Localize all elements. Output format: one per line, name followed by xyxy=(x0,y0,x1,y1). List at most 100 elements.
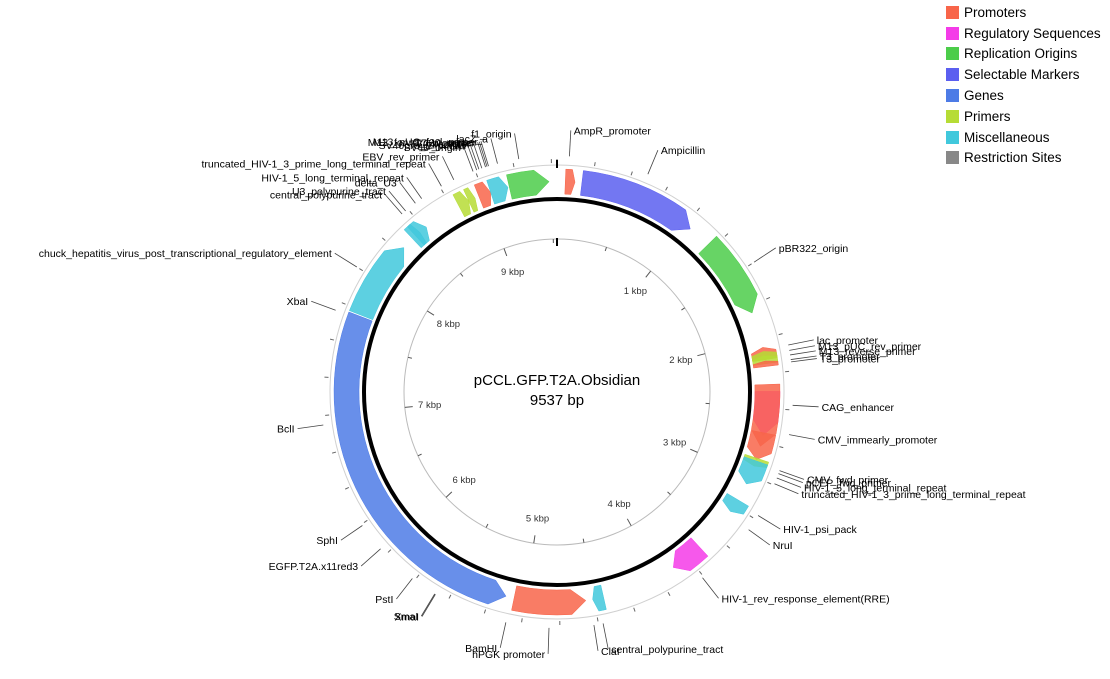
outer-tick xyxy=(359,268,364,272)
inner-tick xyxy=(485,523,489,528)
legend-label: Miscellaneous xyxy=(964,129,1050,145)
legend-item: Genes xyxy=(946,85,1110,106)
leader-line xyxy=(388,190,406,212)
feature-layer: AmpicillinpBR322_originlac_promoterM13_p… xyxy=(333,168,781,616)
inner-tick xyxy=(626,518,632,527)
feature-label: ClaI xyxy=(593,625,620,658)
feature-label-text: HIV-1_5_long_terminal_repeat xyxy=(804,482,947,494)
legend-label: Regulatory Sequences xyxy=(964,25,1101,41)
leader-line xyxy=(467,145,478,171)
leader-line xyxy=(478,141,488,167)
inner-tick xyxy=(445,491,453,498)
outer-tick xyxy=(329,338,335,341)
leader-line xyxy=(788,339,814,346)
feature-label-text: EGFP.T2A.x11red3 xyxy=(269,561,359,573)
feature-label-text: HIV-1_psi_pack xyxy=(783,524,857,536)
feature-label: chuck_hepatitis_virus_post_transcription… xyxy=(39,248,358,268)
leader-line xyxy=(748,529,770,546)
feature-arrow: SV40_origin xyxy=(473,181,491,209)
outer-tick xyxy=(381,237,386,241)
leader-line xyxy=(428,163,442,187)
legend-item: Regulatory Sequences xyxy=(946,23,1110,44)
legend-item: Replication Origins xyxy=(946,44,1110,65)
legend-swatch xyxy=(946,151,959,165)
feature-arrow: EBV_rev_primer xyxy=(463,187,479,213)
feature-label-text: chuck_hepatitis_virus_post_transcription… xyxy=(39,248,332,260)
feature-label: U3_polypurine_tract xyxy=(292,186,406,212)
leader-line xyxy=(396,578,413,600)
leader-line xyxy=(421,594,436,617)
feature-label-text: T7_promoter xyxy=(415,137,476,149)
leader-line xyxy=(792,404,819,408)
feature-label-text: T3_promoter xyxy=(820,354,881,366)
feature-label-text: NruI xyxy=(773,540,793,552)
feature-label: T7_promoter xyxy=(415,137,486,168)
feature-label-text: SV40pro_F_primer xyxy=(379,140,468,152)
leader-line xyxy=(753,247,777,263)
feature-label: PstI xyxy=(375,578,413,606)
outer-tick xyxy=(778,333,783,336)
feature-label: AmpR_promoter xyxy=(569,125,651,157)
feature-label: CMV_immearly_promoter xyxy=(789,434,938,446)
feature-arrow: HIV-1_rev_response_element(RRE) xyxy=(673,537,709,572)
inner-tick xyxy=(667,491,671,495)
feature-label: HIV-1_psi_pack xyxy=(757,515,858,536)
feature-label-text: T7_promoter xyxy=(410,139,471,151)
feature-label: EBV_rev_primer xyxy=(362,151,455,180)
leader-line xyxy=(311,300,336,311)
feature-label: HIV-1_5_long_terminal_repeat xyxy=(776,477,947,494)
feature-label-text: ClaI xyxy=(601,646,620,658)
leader-line xyxy=(384,194,403,215)
outer-tick xyxy=(596,617,599,622)
feature-label-text: lacZ_a xyxy=(456,133,488,145)
feature-label: SV40_origin xyxy=(404,142,474,172)
feature-label: M13_forward20_primer xyxy=(368,137,488,167)
outer-tick xyxy=(749,515,754,519)
leader-line xyxy=(420,593,436,617)
feature-arrow: EGFP.T2A.x11red3 xyxy=(333,311,507,605)
leader-line xyxy=(334,252,358,268)
leader-line xyxy=(297,424,324,429)
outer-tick xyxy=(696,207,701,212)
legend-swatch xyxy=(946,89,959,103)
legend-item: Selectable Markers xyxy=(946,64,1110,85)
kbp-label: 1 kbp xyxy=(624,286,647,297)
feature-label: BclI xyxy=(277,424,324,436)
kbp-label: 4 kbp xyxy=(607,499,630,510)
feature-label: HIV-1_rev_response_element(RRE) xyxy=(702,577,890,605)
outer-tick xyxy=(387,549,392,553)
kbp-label: 7 kbp xyxy=(418,400,441,411)
outer-tick xyxy=(767,481,772,485)
feature-label: truncated_HIV-1_3_prime_long_terminal_re… xyxy=(774,483,1026,501)
feature-label-text: pBR322_origin xyxy=(779,243,849,255)
feature-label-text: BclI xyxy=(277,424,295,436)
feature-arrow: U3_polypurine_tract xyxy=(406,223,427,246)
feature-label: lac_promoter xyxy=(788,335,879,347)
feature-arrow: chuck_hepatitis_virus_post_transcription… xyxy=(349,247,405,321)
feature-label-text: HIV-1_5_long_terminal_repeat xyxy=(261,172,404,184)
feature-label: M13_reverse_primer xyxy=(790,346,916,358)
inner-tick xyxy=(417,453,422,457)
feature-label-text: M13_pUC_rev_primer xyxy=(818,341,922,353)
outer-tick xyxy=(512,163,515,168)
feature-label: pBR322_origin xyxy=(753,243,849,263)
feature-label-text: CMV_immearly_promoter xyxy=(818,434,938,446)
feature-label: BamHI xyxy=(465,622,507,655)
leader-line xyxy=(490,138,498,164)
outer-tick xyxy=(667,592,671,597)
feature-label: Ampicillin xyxy=(647,145,705,175)
leader-line xyxy=(774,483,799,495)
feature-label: CMV_fwd_primer xyxy=(779,470,889,486)
leader-line xyxy=(790,350,816,356)
feature-label-text: CAG_enhancer xyxy=(822,402,895,414)
leader-line xyxy=(702,577,719,599)
outer-tick xyxy=(341,302,346,305)
feature-arrow: f1_origin xyxy=(506,169,550,200)
legend-label: Promoters xyxy=(964,4,1027,20)
outer-tick xyxy=(363,519,368,523)
feature-label: T3_promoter xyxy=(790,351,880,363)
feature-label: pCEP_fwd_primer xyxy=(778,473,892,490)
outer-tick xyxy=(475,173,479,178)
leader-line xyxy=(514,133,520,160)
feature-label: SphI xyxy=(316,525,363,547)
